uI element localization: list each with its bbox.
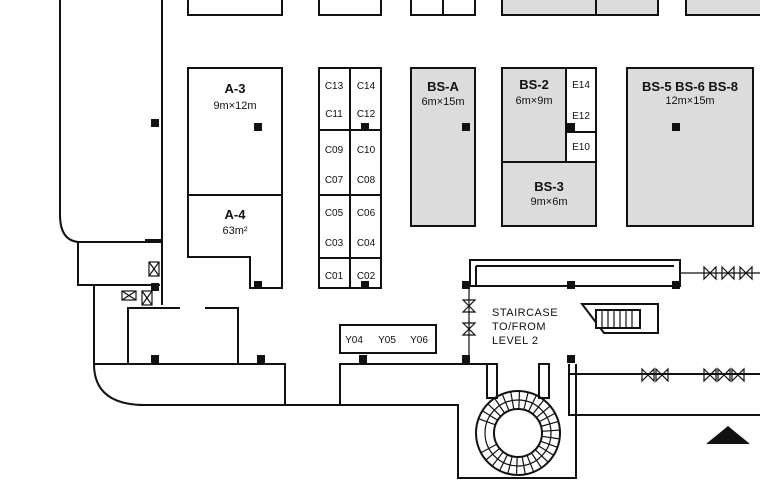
booth-c07[interactable]: C07 — [325, 175, 344, 186]
escalator-symbol — [579, 303, 659, 334]
booth-c14[interactable]: C14 — [357, 81, 376, 92]
booth-bsa-size: 6m×15m — [421, 96, 464, 108]
stair-tread — [507, 456, 513, 474]
booth-y04[interactable]: Y04 — [345, 335, 363, 346]
valve-column — [461, 286, 477, 356]
stair-tread — [518, 391, 521, 410]
booth-c12[interactable]: C12 — [357, 109, 376, 120]
y-booth-row: Y04 Y05 Y06 — [339, 324, 437, 354]
booth-e10[interactable]: E10 — [572, 142, 590, 153]
staircase-label-line2: TO/FROM — [492, 321, 546, 333]
stair-tread — [538, 412, 556, 423]
spiral-staircase[interactable] — [475, 363, 561, 476]
staircase-label-line1: STAIRCASE — [492, 307, 558, 319]
top-booth-row — [187, 0, 760, 16]
stair-tread — [515, 456, 518, 475]
booth-bs568[interactable]: BS-5 BS-6 BS-8 12m×15m — [626, 67, 754, 227]
stair-tread — [521, 456, 526, 475]
stair-tread — [510, 391, 515, 410]
booth-y05[interactable]: Y05 — [378, 335, 396, 346]
direction-arrow-icon — [706, 426, 750, 444]
booth-bs568-name: BS-5 BS-6 BS-8 — [642, 79, 738, 94]
booth-a4[interactable]: A-4 63m² — [187, 194, 283, 289]
stair-tread — [540, 440, 558, 448]
booth-c13[interactable]: C13 — [325, 81, 344, 92]
stair-tread — [478, 418, 496, 426]
booth-bs2-name: BS-2 — [519, 77, 549, 92]
stair-tread — [530, 452, 542, 469]
booth-a4-area: 63m² — [222, 225, 247, 237]
booth-bs3-size: 9m×6m — [531, 196, 568, 208]
stair-tread — [480, 443, 498, 454]
left-wall-structure — [59, 0, 239, 364]
booth-bs2[interactable]: BS-2 6m×9m — [501, 67, 567, 163]
stair-tread — [534, 449, 549, 463]
valve-row-top — [680, 265, 760, 281]
stair-tread — [482, 410, 498, 421]
door-symbol-left — [121, 261, 160, 306]
booth-a3-name: A-3 — [225, 81, 246, 96]
bottom-corridor — [93, 363, 760, 479]
booth-c10[interactable]: C10 — [357, 145, 376, 156]
booth-c03[interactable]: C03 — [325, 238, 344, 249]
stair-tread — [494, 397, 506, 414]
booth-e14[interactable]: E14 — [572, 80, 590, 91]
e-booth-column: E14 E12 E10 — [565, 67, 597, 163]
stair-tread — [541, 435, 560, 440]
booth-a4-name: A-4 — [225, 207, 247, 222]
stair-tread — [541, 429, 560, 432]
booth-c02[interactable]: C02 — [357, 271, 376, 282]
booth-c06[interactable]: C06 — [357, 208, 376, 219]
stair-tread — [532, 399, 545, 415]
staircase-label-line3: LEVEL 2 — [492, 335, 539, 347]
stair-tread — [535, 405, 551, 419]
stair-tread — [540, 420, 559, 427]
stair-tread — [523, 392, 529, 410]
booth-a3[interactable]: A-3 9m×12m — [187, 67, 283, 196]
stair-tread — [499, 454, 509, 472]
stair-tread — [491, 451, 504, 467]
booth-c08[interactable]: C08 — [357, 175, 376, 186]
booth-y06[interactable]: Y06 — [410, 335, 428, 346]
stair-tread — [487, 403, 502, 417]
booth-bsa-name: BS-A — [427, 79, 459, 94]
booth-c09[interactable]: C09 — [325, 145, 344, 156]
booth-bs568-size: 12m×15m — [665, 95, 714, 107]
valve-row-bottom — [641, 367, 745, 383]
booth-c05[interactable]: C05 — [325, 208, 344, 219]
booth-bsa[interactable]: BS-A 6m×15m — [410, 67, 476, 227]
stair-tread — [485, 447, 501, 461]
stair-tread — [501, 393, 510, 411]
booth-c11[interactable]: C11 — [325, 109, 343, 120]
booth-c01[interactable]: C01 — [325, 271, 344, 282]
booth-e12[interactable]: E12 — [572, 111, 590, 122]
booth-bs3-name: BS-3 — [534, 179, 564, 194]
staircase-label: STAIRCASE TO/FROM LEVEL 2 — [492, 307, 558, 347]
booth-c04[interactable]: C04 — [357, 238, 376, 249]
stair-tread — [538, 445, 554, 456]
c-booth-column: C13 C11 C09 C07 C05 C03 C01 C14 C12 C10 … — [318, 67, 382, 289]
stair-tread — [527, 394, 537, 412]
pillars — [151, 119, 680, 363]
booth-a3-size: 9m×12m — [213, 100, 256, 112]
booth-bs3[interactable]: BS-3 9m×6m — [501, 161, 597, 227]
booth-bs2-size: 6m×9m — [516, 95, 553, 107]
stair-tread — [526, 455, 535, 473]
